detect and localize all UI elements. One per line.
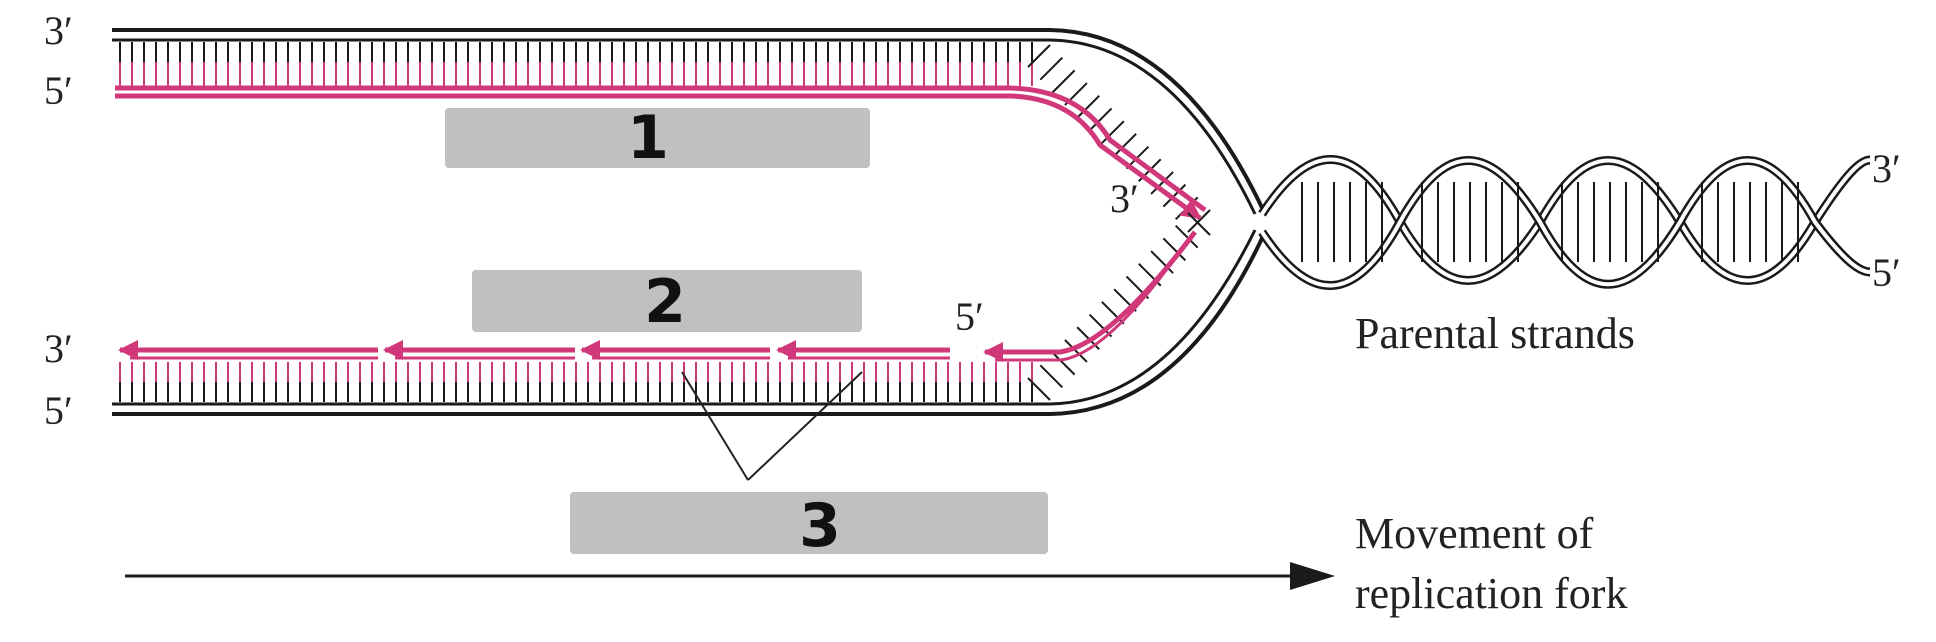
base-pair-tick bbox=[1027, 377, 1051, 401]
lagging-strand-fragments bbox=[118, 230, 1197, 362]
okazaki-fragment bbox=[580, 340, 770, 360]
leading-strand-3-prime-label: 3′ bbox=[1110, 176, 1139, 221]
base-pair-tick bbox=[1174, 224, 1199, 249]
base-pair-tick bbox=[1150, 250, 1174, 274]
blank-number-2: 2 bbox=[644, 267, 686, 337]
base-pair-tick bbox=[1150, 171, 1174, 195]
top-left-3-prime-label: 3′ bbox=[44, 8, 73, 53]
base-pair-tick bbox=[1076, 95, 1100, 119]
base-pair-tick bbox=[1101, 120, 1125, 144]
parental-double-helix bbox=[1258, 155, 1871, 290]
right-3-prime-label: 3′ bbox=[1872, 146, 1901, 191]
base-pair-tick bbox=[1051, 351, 1076, 376]
top-left-5-prime-label: 5′ bbox=[44, 68, 73, 113]
bottom-left-3-prime-label: 3′ bbox=[44, 326, 73, 371]
base-pair-tick bbox=[1027, 44, 1051, 68]
blank-box-2-rect bbox=[472, 270, 862, 332]
blank-box-1: 1 bbox=[445, 103, 870, 173]
base-pair-tick bbox=[1187, 209, 1211, 233]
okazaki-fragment bbox=[118, 340, 378, 360]
movement-arrowhead bbox=[1290, 562, 1335, 590]
bottom-parental-strand bbox=[112, 229, 1267, 416]
base-pair-tick bbox=[1113, 133, 1137, 157]
callout-lines-3 bbox=[681, 371, 863, 481]
top-base-pair-ticks bbox=[119, 42, 1211, 233]
base-pair-tick bbox=[1088, 107, 1113, 132]
movement-label-line1: Movement of bbox=[1355, 509, 1594, 558]
blank-box-3-rect bbox=[570, 492, 1048, 554]
parental-strands-label: Parental strands bbox=[1355, 309, 1635, 358]
blank-box-1-rect bbox=[445, 108, 870, 168]
blank-box-2: 2 bbox=[472, 267, 862, 337]
top-parental-strand bbox=[112, 28, 1267, 215]
blank-number-1: 1 bbox=[627, 103, 669, 173]
okazaki-fragment bbox=[776, 340, 950, 360]
base-pair-tick bbox=[1162, 183, 1187, 208]
base-pair-tick bbox=[1162, 237, 1187, 262]
helix-rungs bbox=[1301, 182, 1799, 262]
blank-number-3: 3 bbox=[799, 491, 841, 561]
okazaki-fragment bbox=[383, 340, 575, 360]
base-pair-tick bbox=[1187, 212, 1211, 236]
bottom-left-5-prime-label: 5′ bbox=[44, 388, 73, 433]
base-pair-tick bbox=[1039, 364, 1064, 389]
movement-arrow bbox=[125, 562, 1335, 590]
right-5-prime-label: 5′ bbox=[1872, 250, 1901, 295]
base-pair-tick bbox=[1064, 339, 1088, 363]
movement-label-line2: replication fork bbox=[1355, 569, 1627, 618]
blank-box-3: 3 bbox=[570, 491, 1048, 561]
base-pair-tick bbox=[1039, 56, 1064, 81]
base-pair-tick bbox=[1051, 69, 1076, 94]
okazaki-fragment-newest bbox=[983, 230, 1197, 362]
leading-strand bbox=[115, 85, 1207, 221]
bottom-base-pair-ticks bbox=[119, 212, 1211, 402]
lagging-strand-5-prime-label: 5′ bbox=[955, 294, 984, 339]
